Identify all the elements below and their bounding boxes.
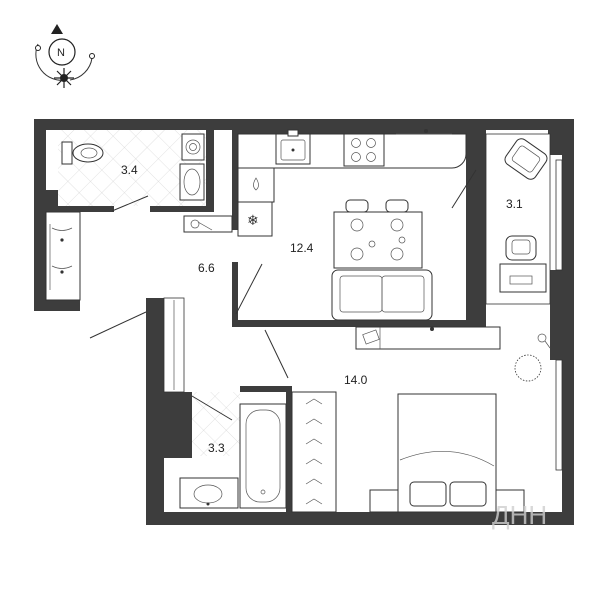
- svg-text:❄: ❄: [247, 213, 259, 229]
- sofa: [331, 269, 433, 321]
- bathroom-top-sink-icon: [179, 163, 205, 201]
- wall-kitchen-left-lower: [232, 262, 238, 327]
- watermark: ДНН: [492, 500, 547, 530]
- compass-north-label: N: [57, 47, 65, 59]
- room-area-bathroom-bottom: 3.3: [208, 441, 225, 455]
- wall-right-mid-block: [550, 270, 574, 360]
- bathroom-top: 3.4: [58, 130, 206, 212]
- bathroom-bottom-door: [191, 395, 233, 421]
- nightstand-left: [369, 489, 399, 513]
- bathroom-top-door: [111, 195, 149, 212]
- washer-icon: [181, 133, 205, 161]
- desk-icon: [499, 263, 547, 293]
- hallway-shelf: [183, 215, 233, 233]
- wall-left-bottom: [34, 300, 80, 311]
- nightstand-right: [495, 489, 525, 513]
- hanger-icon: [305, 398, 323, 505]
- wall-left-lower: [146, 298, 164, 525]
- dishwasher-icon: [237, 167, 275, 203]
- bedroom-window: [555, 359, 563, 471]
- hallway: 6.6: [45, 211, 233, 393]
- wall-kitchen-balcony: [466, 130, 486, 327]
- compass-dot-right: [89, 53, 95, 59]
- wall-kitchen-bedroom: [232, 320, 472, 327]
- bathroom-bottom-sink-icon: [179, 477, 239, 509]
- office-chair-icon: [505, 235, 537, 261]
- wardrobe-bedroom: [291, 391, 337, 513]
- magnifier-icon: [537, 333, 551, 349]
- room-area-bedroom: 14.0: [344, 373, 368, 387]
- kitchen-sink-icon: [275, 129, 311, 165]
- wall-left-top: [34, 119, 46, 311]
- armchair-icon: [504, 138, 548, 180]
- kitchen-door: [235, 263, 263, 315]
- bedroom: 14.0: [264, 326, 563, 513]
- stove-icon: [343, 133, 385, 167]
- room-area-kitchen: 12.4: [290, 241, 314, 255]
- compass-arc-right: [69, 57, 93, 81]
- entrance-door: [89, 311, 147, 339]
- wall-top: [34, 119, 574, 130]
- compass-circle: [48, 38, 76, 66]
- kitchen: ❄ 12.4: [235, 129, 477, 321]
- wall-bath-bottom-right: [286, 386, 292, 512]
- room-area-bathroom-top: 3.4: [121, 163, 138, 177]
- wardrobe-left: [45, 211, 81, 301]
- wall-right-top-block: [548, 119, 574, 155]
- north-arrow-icon: [51, 24, 63, 34]
- sun-icon: [54, 68, 74, 88]
- balcony: 3.1: [485, 133, 563, 305]
- balcony-door: [451, 169, 477, 209]
- wall-bath-top-door-right: [150, 206, 210, 212]
- room-area-hallway: 6.6: [198, 261, 215, 275]
- wall-bath-bottom-top: [240, 386, 292, 392]
- toilet-icon: [61, 141, 104, 165]
- wall-kitchen-top-inner: [238, 130, 486, 134]
- bedroom-shelf: [355, 326, 501, 350]
- chair-icon: [345, 199, 409, 261]
- walls: [34, 119, 574, 525]
- bathroom-bottom: 3.3: [179, 392, 287, 509]
- bathtub-icon: [239, 403, 287, 509]
- bed: [397, 393, 497, 513]
- wall-left-lower-cap: [146, 298, 166, 310]
- fridge-icon: ❄: [237, 201, 273, 237]
- compass-dot-left: [35, 45, 41, 51]
- lamp-icon: [514, 354, 542, 382]
- wall-bath-top-door-left: [96, 206, 114, 212]
- bedroom-door: [264, 329, 289, 379]
- wall-kitchen-left: [232, 130, 238, 230]
- balcony-window: [555, 159, 563, 271]
- wall-bottom: [150, 512, 574, 525]
- bathroom-bottom-floor: [192, 392, 240, 456]
- wall-bath-top-right: [206, 130, 214, 212]
- dining-table: [333, 199, 423, 269]
- wall-bath-left-block: [164, 392, 192, 458]
- room-area-balcony: 3.1: [506, 197, 523, 211]
- compass: N: [35, 24, 95, 88]
